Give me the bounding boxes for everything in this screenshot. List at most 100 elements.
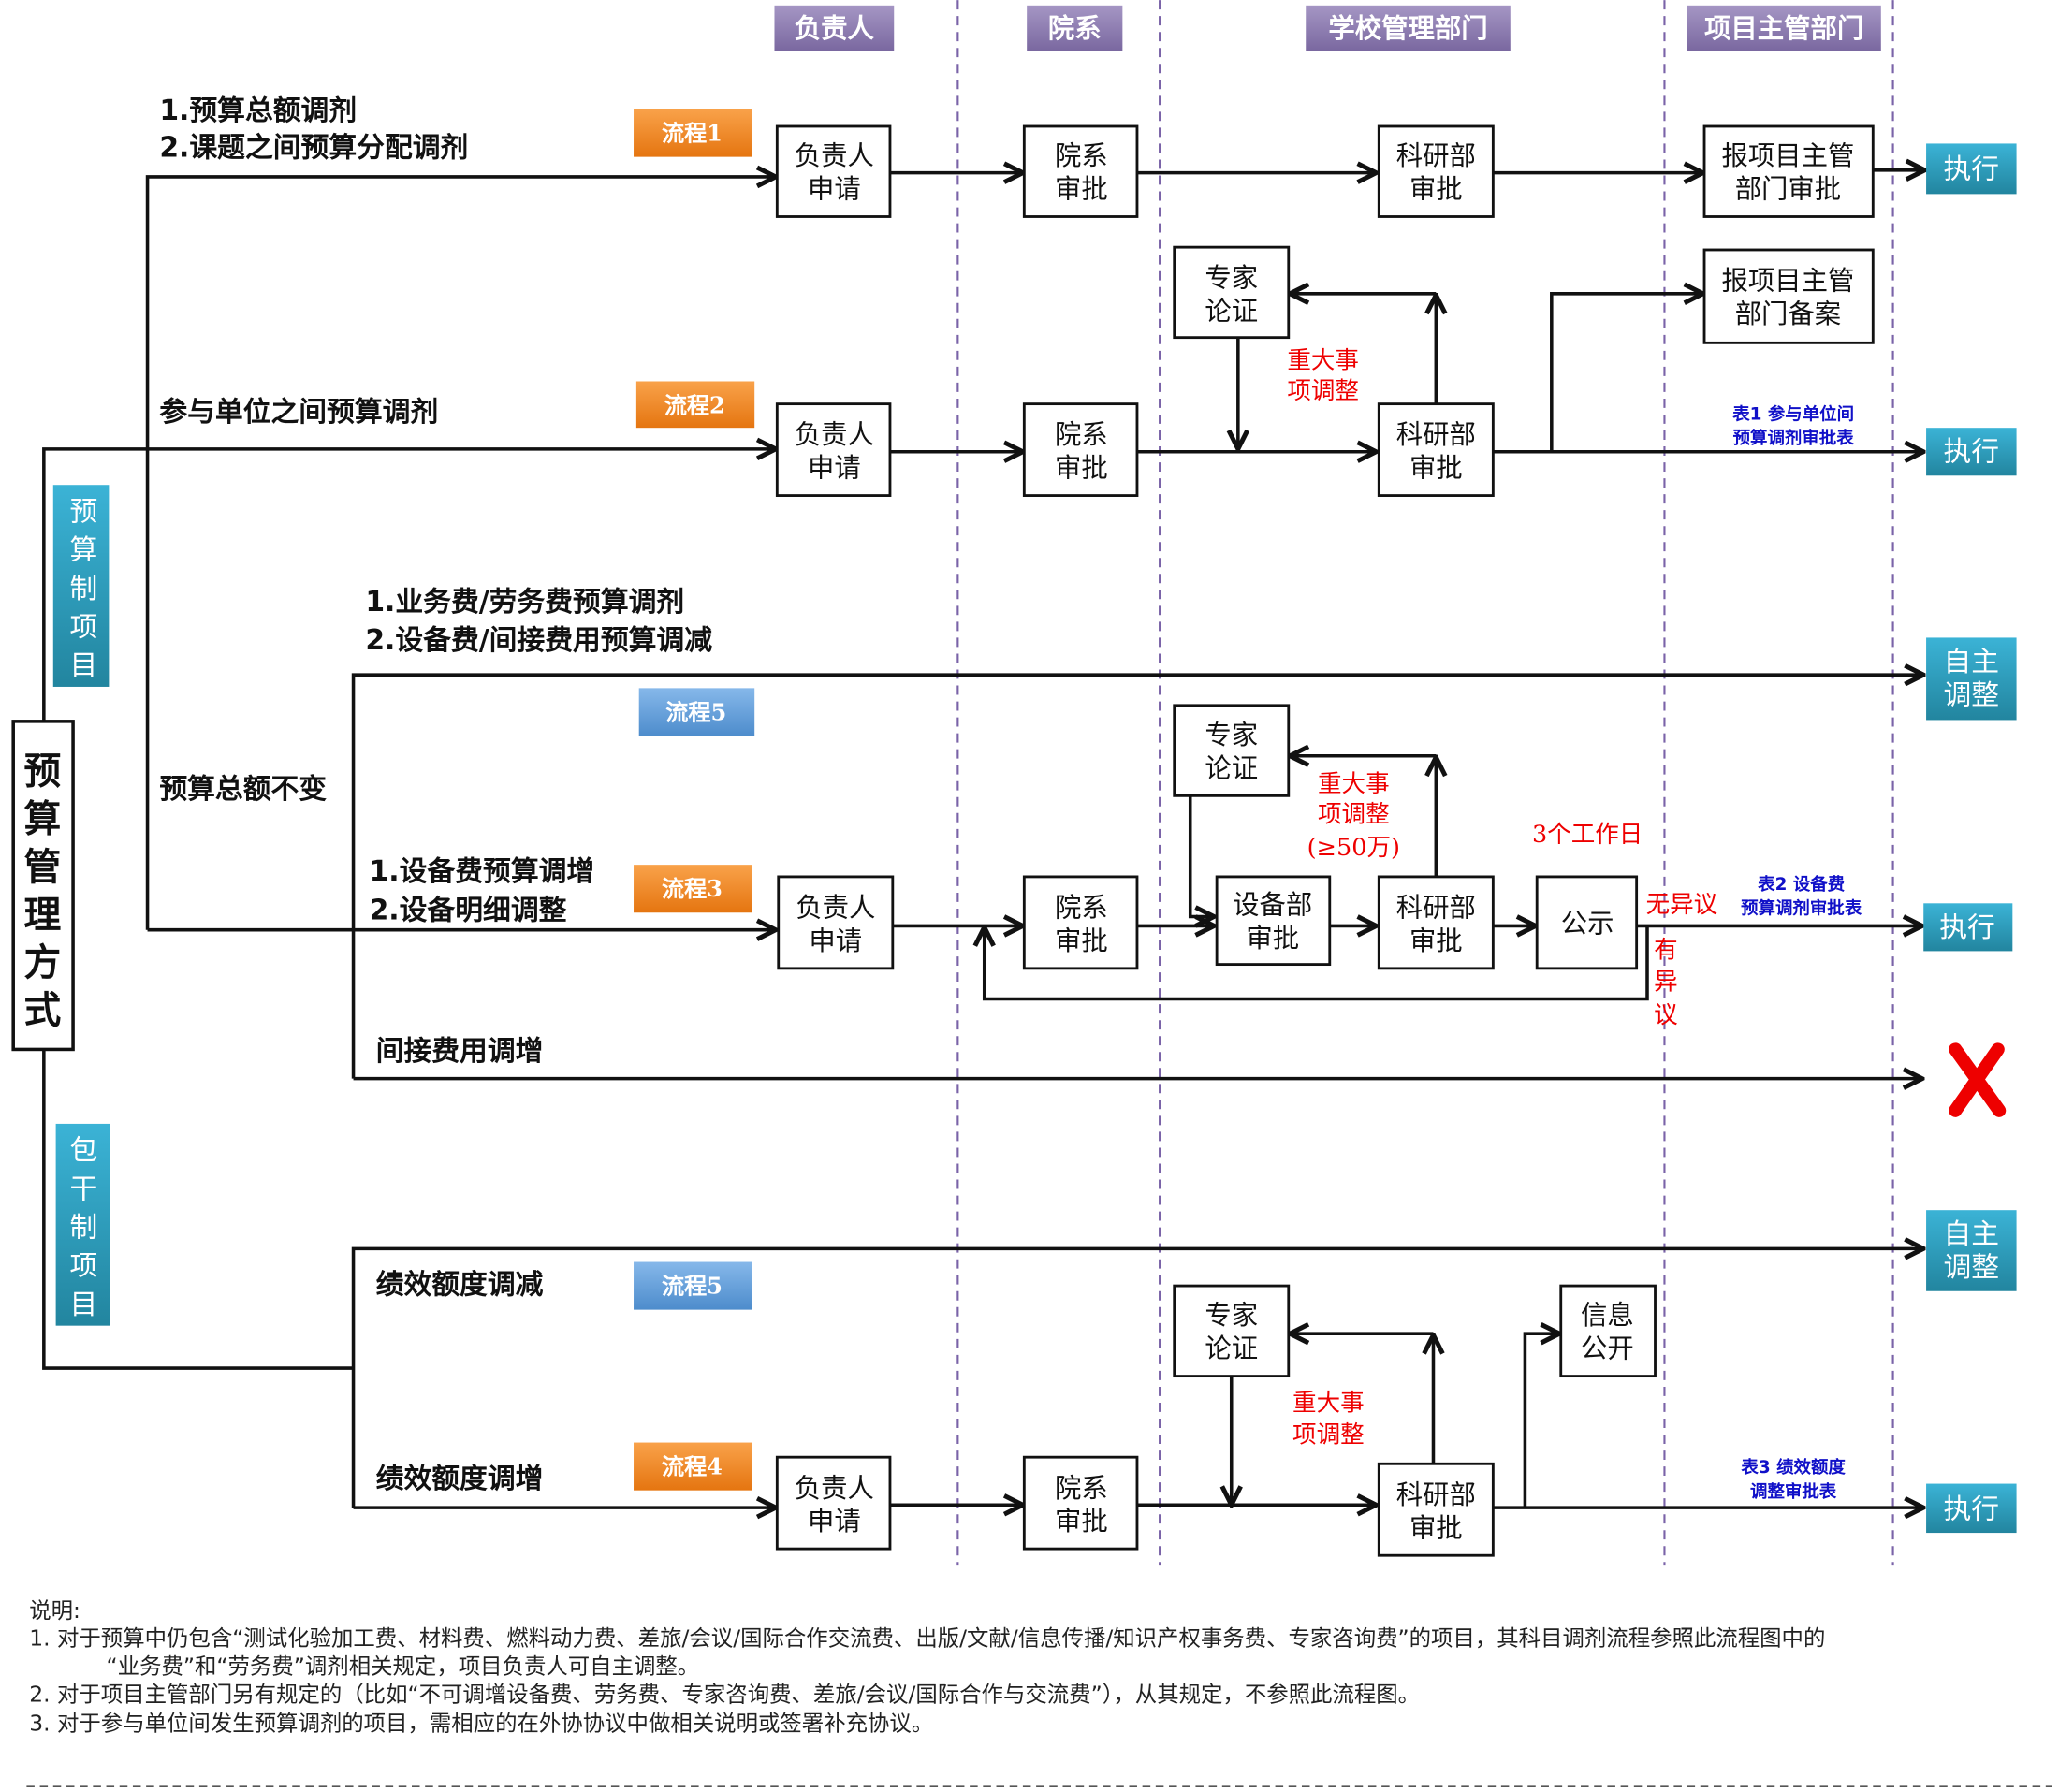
box-text: 论证 <box>1205 296 1258 327</box>
label-char: 管 <box>24 846 62 889</box>
box-text: 调整 <box>1944 678 2000 711</box>
tag-label: 流程4 <box>662 1453 723 1480</box>
lane-dividers <box>956 0 1894 1566</box>
lane-header-school: 学校管理部门 <box>1306 5 1511 51</box>
label-char: 干 <box>70 1173 98 1205</box>
tag-label: 流程5 <box>662 1273 723 1300</box>
major-adjustment-note: 项调整 <box>1287 377 1359 405</box>
lane-label: 项目主管部门 <box>1704 13 1863 44</box>
lane-label: 负责人 <box>795 13 875 44</box>
box-text: 审批 <box>1409 1512 1463 1543</box>
note-item: 2. 对于项目主管部门另有规定的（比如“不可调增设备费、劳务费、专家咨询费、差旅… <box>29 1681 1420 1707</box>
box-text: 部门备案 <box>1735 299 1842 329</box>
box-text: 专家 <box>1205 720 1258 750</box>
lane-label: 院系 <box>1048 13 1102 44</box>
box-text: 科研部 <box>1396 1479 1476 1510</box>
box-text: 科研部 <box>1396 140 1476 171</box>
box-text: 负责人 <box>795 1473 874 1504</box>
label-char: 制 <box>70 1212 98 1245</box>
box-text: 调整 <box>1944 1251 2000 1284</box>
box-text: 审批 <box>1055 925 1108 956</box>
execute-box: 执行 <box>1926 1483 2017 1534</box>
box-text: 专家 <box>1205 263 1258 294</box>
major-adjustment-note: 重大事 <box>1287 346 1359 374</box>
label-char: 预 <box>24 750 62 794</box>
box-text: 公开 <box>1581 1333 1634 1364</box>
lane-label: 学校管理部门 <box>1328 13 1487 44</box>
row4-title: 1.设备费预算调增 <box>370 855 595 888</box>
label-char: 项 <box>70 611 98 644</box>
note-char: 议 <box>1654 1001 1678 1029</box>
process-tag-5: 流程5 <box>634 1261 752 1310</box>
row6-title: 绩效额度调减 <box>376 1269 544 1302</box>
box-text: 申请 <box>809 925 862 956</box>
box-text: 审批 <box>1055 174 1108 205</box>
major-adjustment-note: (≥50万) <box>1307 834 1400 862</box>
self-adjust-box: 自主调整 <box>1926 637 2017 721</box>
box-text: 审批 <box>1246 923 1299 954</box>
box-text: 执行 <box>1944 436 2000 469</box>
publicity-box: 公示 <box>1535 875 1639 970</box>
tag-label: 流程1 <box>662 120 723 147</box>
row6-title: 绩效额度调增 <box>376 1463 544 1495</box>
box-text: 自主 <box>1944 646 2000 678</box>
row5-title: 间接费用调增 <box>376 1035 544 1068</box>
label-char: 预 <box>70 496 98 529</box>
box-text: 公示 <box>1561 909 1614 940</box>
box-text: 申请 <box>808 453 861 484</box>
connectors <box>42 170 1925 1508</box>
form-reference: 表3 绩效额度 <box>1740 1457 1846 1478</box>
box-text: 审批 <box>1409 925 1463 956</box>
box-text: 审批 <box>1055 1506 1108 1537</box>
row1-title: 2.课题之间预算分配调剂 <box>159 132 468 165</box>
objection-note: 有异议 <box>1654 937 1678 1030</box>
working-days-note: 3个工作日 <box>1532 821 1643 849</box>
tag-label: 流程5 <box>665 698 726 725</box>
box-text: 部门审批 <box>1735 174 1842 205</box>
row2-title: 参与单位之间预算调剂 <box>159 396 438 429</box>
box-text: 论证 <box>1205 1333 1258 1364</box>
no-objection-note: 无异议 <box>1646 891 1718 919</box>
total-unchanged-label: 预算总额不变 <box>159 773 327 806</box>
box-text: 负责人 <box>795 140 874 171</box>
row3-title: 1.业务费/劳务费预算调剂 <box>365 586 684 619</box>
box-text: 设备部 <box>1233 890 1312 921</box>
label-char: 项 <box>70 1250 98 1283</box>
notes: 说明: 1. 对于预算中仍包含“测试化验加工费、材料费、燃料动力费、差旅/会议/… <box>29 1597 1825 1737</box>
major-adjustment-note: 项调整 <box>1292 1421 1365 1450</box>
major-adjustment-note: 项调整 <box>1318 801 1390 829</box>
box-text: 执行 <box>1939 911 1995 944</box>
label-char: 式 <box>24 989 62 1032</box>
box-text: 审批 <box>1055 453 1108 484</box>
process-tag-3: 流程3 <box>634 865 752 913</box>
process-tag-5: 流程5 <box>638 688 755 736</box>
box-text: 报项目主管 <box>1722 140 1855 171</box>
process-tag-4: 流程4 <box>634 1442 752 1491</box>
box-text: 信息 <box>1581 1300 1634 1331</box>
note-char: 有 <box>1654 937 1678 965</box>
box-text: 自主 <box>1944 1218 2000 1251</box>
box-text: 执行 <box>1944 1493 2000 1525</box>
notes-heading: 说明: <box>29 1597 80 1624</box>
note-item: “业务费”和“劳务费”调剂相关规定，项目负责人可自主调整。 <box>107 1654 700 1680</box>
box-text: 科研部 <box>1396 893 1476 924</box>
self-adjust-box: 自主调整 <box>1926 1210 2017 1291</box>
execute-box: 执行 <box>1926 143 2017 195</box>
label-char: 算 <box>24 798 62 841</box>
row1-title: 1.预算总额调剂 <box>159 95 357 127</box>
label-char: 方 <box>24 941 62 984</box>
